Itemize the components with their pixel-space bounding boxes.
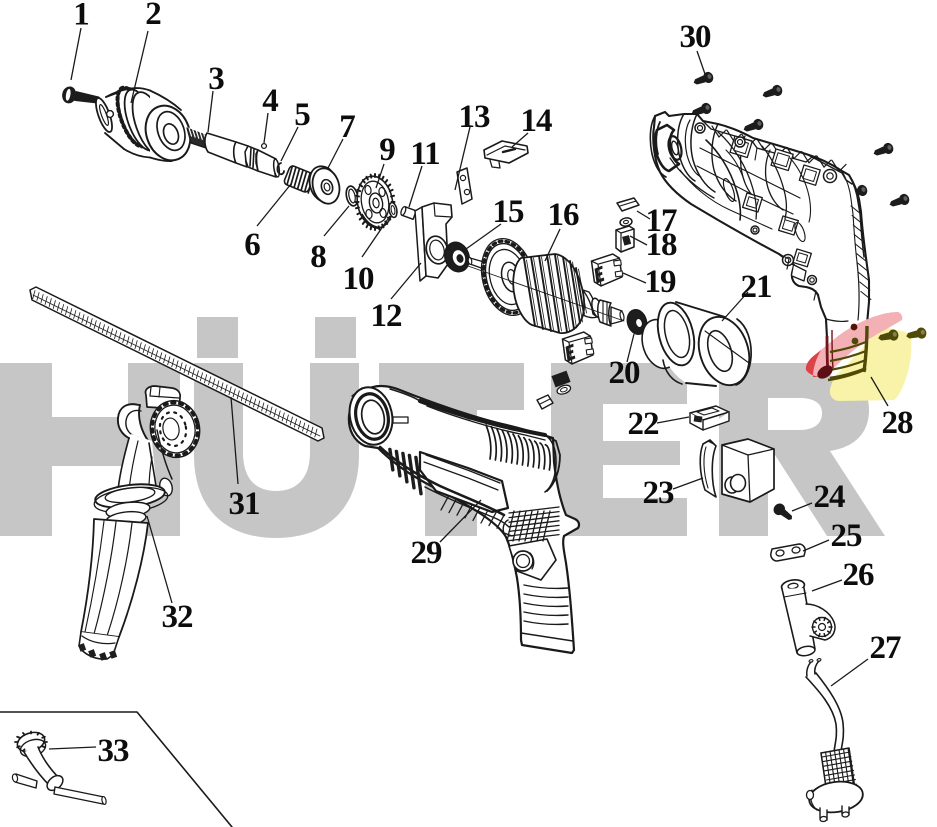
svg-text:28: 28 xyxy=(882,405,914,441)
svg-text:18: 18 xyxy=(646,227,678,263)
svg-text:16: 16 xyxy=(548,197,580,233)
svg-text:8: 8 xyxy=(310,239,326,275)
svg-text:14: 14 xyxy=(521,103,553,139)
svg-text:26: 26 xyxy=(843,557,875,593)
svg-text:29: 29 xyxy=(411,535,443,571)
svg-text:20: 20 xyxy=(609,355,641,391)
svg-text:4: 4 xyxy=(262,83,278,119)
svg-text:6: 6 xyxy=(244,227,260,263)
svg-text:24: 24 xyxy=(814,479,846,515)
svg-text:31: 31 xyxy=(229,486,260,522)
svg-text:13: 13 xyxy=(459,99,491,135)
svg-text:10: 10 xyxy=(343,261,375,297)
svg-text:33: 33 xyxy=(98,733,130,769)
svg-text:12: 12 xyxy=(371,298,403,334)
svg-text:1: 1 xyxy=(73,0,89,33)
svg-text:17: 17 xyxy=(646,203,678,239)
svg-text:9: 9 xyxy=(379,132,395,168)
svg-text:32: 32 xyxy=(162,599,194,635)
svg-text:7: 7 xyxy=(339,109,355,145)
svg-text:15: 15 xyxy=(493,194,525,230)
svg-text:21: 21 xyxy=(741,269,772,305)
svg-text:2: 2 xyxy=(145,0,161,32)
svg-text:11: 11 xyxy=(410,136,439,172)
svg-text:22: 22 xyxy=(628,406,660,442)
svg-text:19: 19 xyxy=(645,264,677,300)
svg-text:30: 30 xyxy=(680,19,712,55)
svg-text:5: 5 xyxy=(294,97,310,133)
svg-text:3: 3 xyxy=(208,61,224,97)
svg-text:23: 23 xyxy=(643,475,675,511)
svg-text:27: 27 xyxy=(870,630,902,666)
svg-text:25: 25 xyxy=(831,518,863,554)
